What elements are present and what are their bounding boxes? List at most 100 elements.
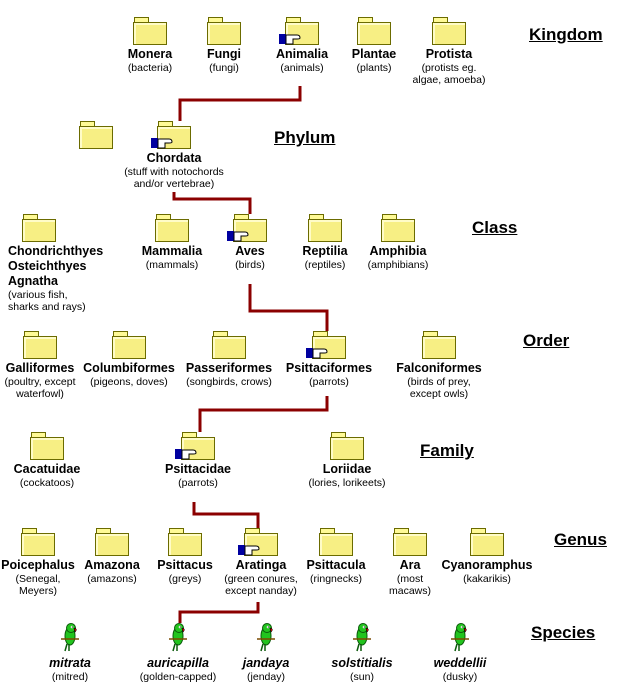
taxon-aratinga[interactable]: Aratinga (green conures, except nanday) <box>216 528 306 597</box>
taxon-reptilia[interactable]: Reptilia (reptiles) <box>250 214 400 271</box>
taxon-columbiformes[interactable]: Columbiformes (pigeons, doves) <box>54 331 204 388</box>
connector-class-order <box>248 284 329 331</box>
rank-label-species: Species <box>531 623 596 642</box>
taxon-phylum-other[interactable] <box>21 121 171 151</box>
folder-icon <box>470 528 504 556</box>
taxon-falconiformes[interactable]: Falconiformes (birds of prey, except owl… <box>364 331 514 400</box>
species-name: solstitialis <box>331 656 393 670</box>
folder-icon <box>212 331 246 359</box>
parrot-icon <box>169 623 187 652</box>
taxon-cacatuidae[interactable]: Cacatuidae (cockatoos) <box>0 432 122 489</box>
rank-label-kingdom: Kingdom <box>529 25 603 44</box>
taxon-galliformes[interactable]: Galliformes (poultry, except waterfowl) <box>0 331 82 400</box>
taxon-aves[interactable]: Aves (birds) <box>175 214 325 271</box>
taxon-name: Psittacula <box>306 558 366 572</box>
taxon-description: (stuff with notochords and/or vertebrae) <box>124 166 224 190</box>
taxon-description: (animals) <box>280 62 324 74</box>
taxon-name: Falconiformes <box>396 361 482 375</box>
species-solstitialis[interactable]: solstitialis (sun) <box>287 622 437 683</box>
taxon-psittacidae[interactable]: Psittacidae (parrots) <box>123 432 273 489</box>
taxon-description: (birds) <box>235 259 265 271</box>
taxon-fungi[interactable]: Fungi (fungi) <box>149 17 299 74</box>
taxon-psittacula[interactable]: Psittacula (ringnecks) <box>299 528 373 585</box>
taxon-monera[interactable]: Monera (bacteria) <box>75 17 225 74</box>
taxon-psittacus[interactable]: Psittacus (greys) <box>150 528 220 585</box>
open-folder-icon <box>151 121 191 149</box>
taxon-mammalia[interactable]: Mammalia (mammals) <box>97 214 247 271</box>
taxon-protista[interactable]: Protista (protists eg. algae, amoeba) <box>374 17 524 86</box>
taxon-passeriformes[interactable]: Passeriformes (songbirds, crows) <box>154 331 304 388</box>
taxon-name: Aratinga <box>235 558 287 572</box>
connector-order-family <box>198 396 329 432</box>
taxon-name: Columbiformes <box>83 361 175 375</box>
taxon-description: (most macaws) <box>388 573 431 597</box>
rank-label-phylum: Phylum <box>274 128 336 147</box>
species-name: weddellii <box>433 656 487 670</box>
taxon-description: (birds of prey, except owls) <box>407 376 471 400</box>
species-common-name: (dusky) <box>442 671 478 683</box>
folder-icon <box>393 528 427 556</box>
folder-icon <box>357 17 391 45</box>
parrot-icon <box>257 623 275 652</box>
folder-icon <box>112 331 146 359</box>
folder-icon <box>168 528 202 556</box>
folder-icon <box>95 528 129 556</box>
species-common-name: (golden-capped) <box>139 671 217 683</box>
taxon-description: (cockatoos) <box>19 477 75 489</box>
species-weddellii[interactable]: weddellii (dusky) <box>385 622 535 683</box>
taxon-description: (songbirds, crows) <box>186 376 272 388</box>
species-jandaya[interactable]: jandaya (jenday) <box>191 622 341 683</box>
taxon-name: Cyanoramphus <box>441 558 533 572</box>
taxon-fish-classes[interactable]: Chondrichthyes Osteichthyes Agnatha (var… <box>8 214 138 313</box>
folder-icon <box>432 17 466 45</box>
folder-icon <box>23 331 57 359</box>
taxon-description: (reptiles) <box>304 259 346 271</box>
taxon-plantae[interactable]: Plantae (plants) <box>299 17 449 74</box>
taxon-description: (plants) <box>356 62 392 74</box>
species-name: auricapilla <box>147 656 209 670</box>
taxon-name: Cacatuidae <box>13 462 81 476</box>
taxon-loriidae[interactable]: Loriidae (lories, lorikeets) <box>272 432 422 489</box>
taxon-description: (lories, lorikeets) <box>308 477 386 489</box>
taxon-name: Poicephalus <box>1 558 75 572</box>
taxon-description: (ringnecks) <box>310 573 362 585</box>
taxon-description: (kakarikis) <box>463 573 511 585</box>
pointing-hand-icon <box>279 34 301 45</box>
pointing-hand-icon <box>238 545 260 556</box>
parrot-icon <box>451 623 469 652</box>
species-common-name: (jenday) <box>247 671 285 683</box>
taxon-chordata[interactable]: Chordata (stuff with notochords and/or v… <box>99 121 249 190</box>
parrot-icon <box>61 623 79 652</box>
folder-icon <box>330 432 364 460</box>
taxon-name: Psittacus <box>157 558 213 572</box>
taxon-name: Ara <box>399 558 421 572</box>
taxon-name: Amazona <box>84 558 140 572</box>
taxon-name: Fungi <box>206 47 241 61</box>
taxon-description: (poultry, except waterfowl) <box>4 376 76 400</box>
taxon-amazona[interactable]: Amazona (amazons) <box>77 528 147 585</box>
open-folder-icon <box>279 17 319 45</box>
taxon-name: Reptilia <box>302 244 348 258</box>
taxon-cyanoramphus[interactable]: Cyanoramphus (kakarikis) <box>437 528 537 585</box>
taxon-description: (green conures, except nanday) <box>224 573 298 597</box>
parrot-icon <box>353 623 371 652</box>
pointing-hand-icon <box>175 449 197 460</box>
taxon-psittaciformes[interactable]: Psittaciformes (parrots) <box>254 331 404 388</box>
species-auricapilla[interactable]: auricapilla (golden-capped) <box>103 622 253 683</box>
taxon-ara[interactable]: Ara (most macaws) <box>380 528 440 597</box>
species-mitrata[interactable]: mitrata (mitred) <box>0 622 145 683</box>
rank-label-family: Family <box>420 441 474 460</box>
taxon-name: Loriidae <box>322 462 372 476</box>
open-folder-icon <box>238 528 278 556</box>
taxon-animalia[interactable]: Animalia (animals) <box>227 17 377 74</box>
taxon-description: (fungi) <box>209 62 239 74</box>
taxon-name: Amphibia <box>369 244 427 258</box>
taxon-description: (various fish, sharks and rays) <box>8 289 86 313</box>
taxon-amphibia[interactable]: Amphibia (amphibians) <box>323 214 473 271</box>
taxon-description: (pigeons, doves) <box>90 376 168 388</box>
rank-label-order: Order <box>523 331 570 350</box>
species-name: mitrata <box>49 656 91 670</box>
taxon-description: (Senegal, Meyers) <box>15 573 61 597</box>
open-folder-icon <box>227 214 267 242</box>
taxon-poicephalus[interactable]: Poicephalus (Senegal, Meyers) <box>0 528 78 597</box>
